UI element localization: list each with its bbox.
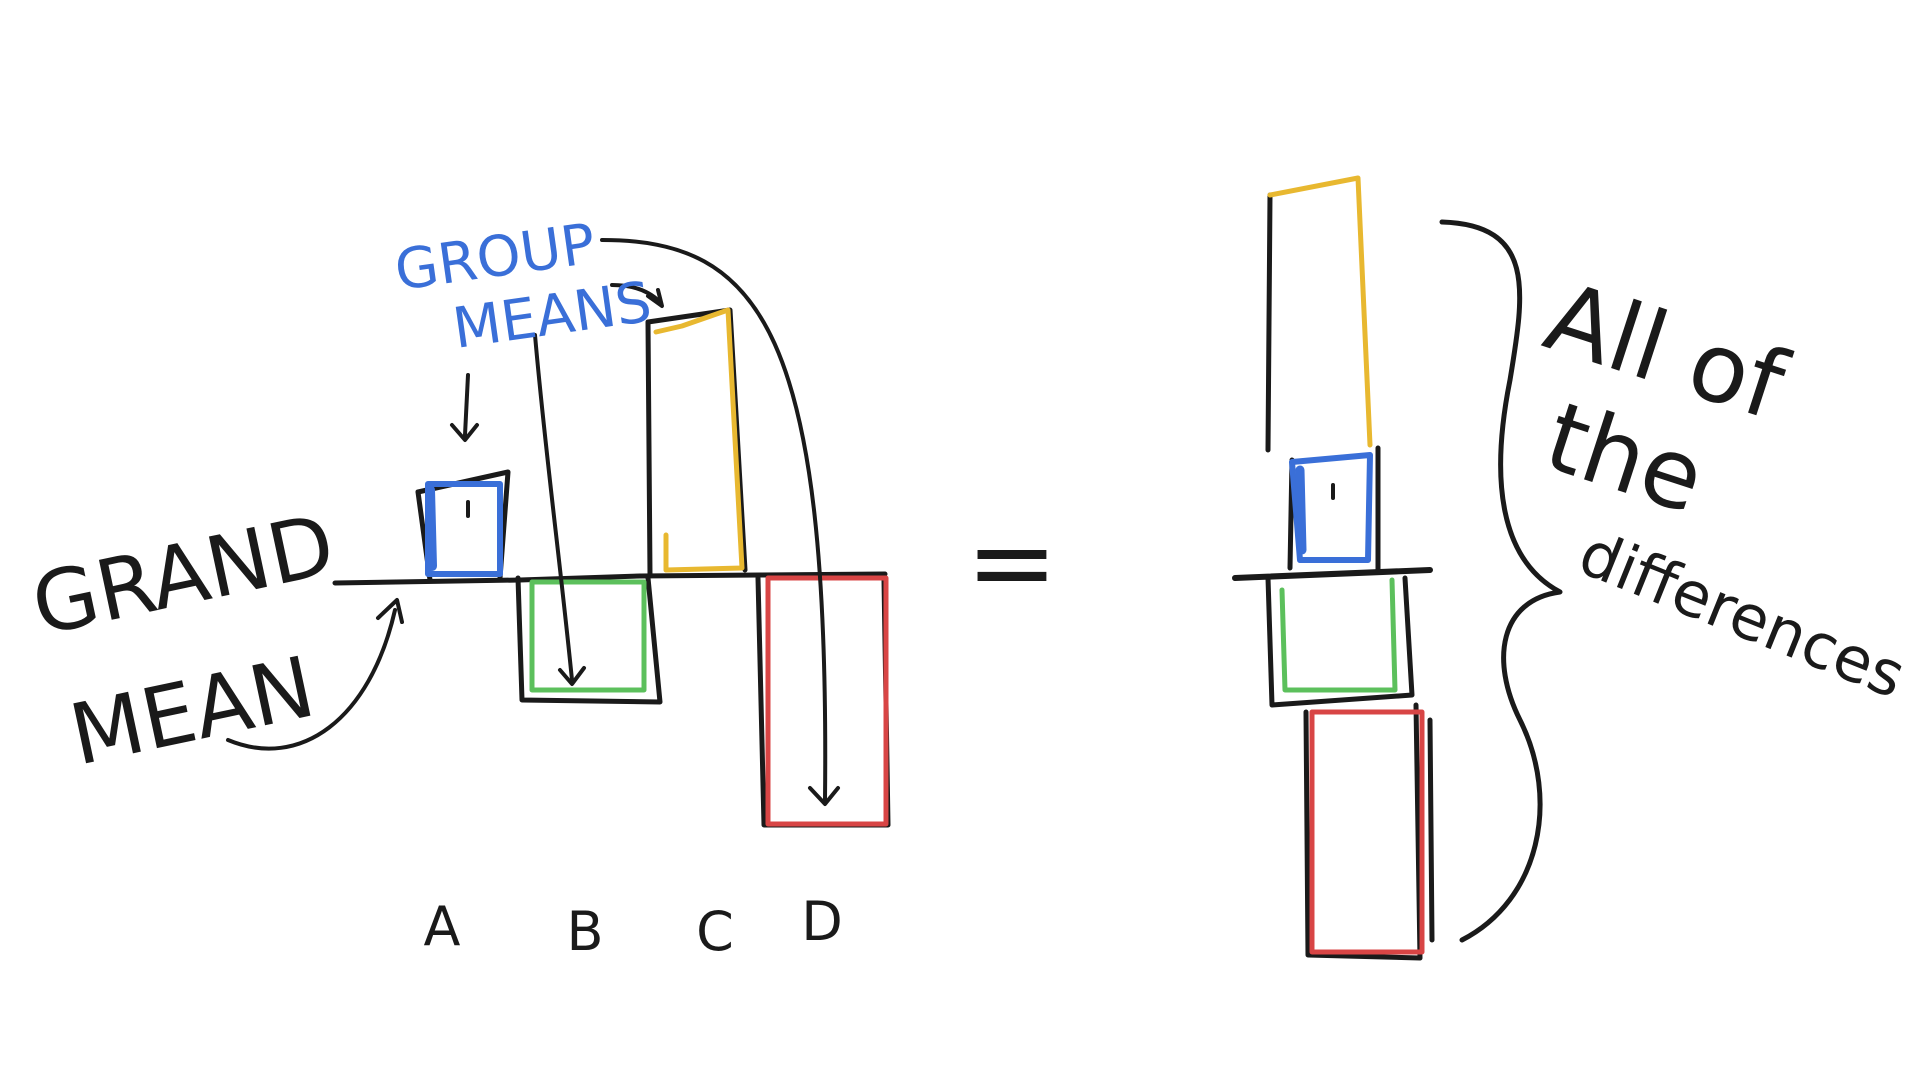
left-diagram: GRAND MEAN GROUP MEANS A B C D bbox=[24, 212, 891, 963]
arrow-mean-a bbox=[450, 373, 479, 442]
right-stack: All of the differences bbox=[1232, 175, 1915, 961]
arrow-mean-c bbox=[610, 283, 664, 308]
stack-a bbox=[1287, 445, 1381, 573]
grand-mean-line bbox=[332, 571, 888, 586]
grand-mean-label-line2: MEAN bbox=[62, 638, 323, 785]
arrow-grand-mean bbox=[226, 598, 404, 751]
stack-d bbox=[1303, 702, 1435, 961]
group-label-b: B bbox=[566, 900, 603, 963]
equals-sign: = bbox=[966, 498, 1058, 626]
grand-mean-label-line1: GRAND bbox=[24, 495, 343, 654]
group-label-d: D bbox=[801, 890, 843, 953]
differences-label-line3: differences bbox=[1569, 516, 1915, 712]
bar-b bbox=[515, 575, 663, 705]
bar-c bbox=[645, 307, 748, 578]
group-label-c: C bbox=[696, 900, 734, 963]
stack-b bbox=[1265, 575, 1415, 708]
stack-baseline bbox=[1232, 567, 1433, 581]
curly-brace bbox=[1439, 219, 1563, 943]
arrow-mean-d bbox=[600, 238, 840, 806]
bar-d bbox=[755, 575, 891, 828]
arrow-mean-b bbox=[533, 333, 586, 686]
stack-c bbox=[1265, 175, 1373, 453]
bar-a bbox=[415, 469, 511, 583]
group-label-a: A bbox=[424, 895, 461, 958]
